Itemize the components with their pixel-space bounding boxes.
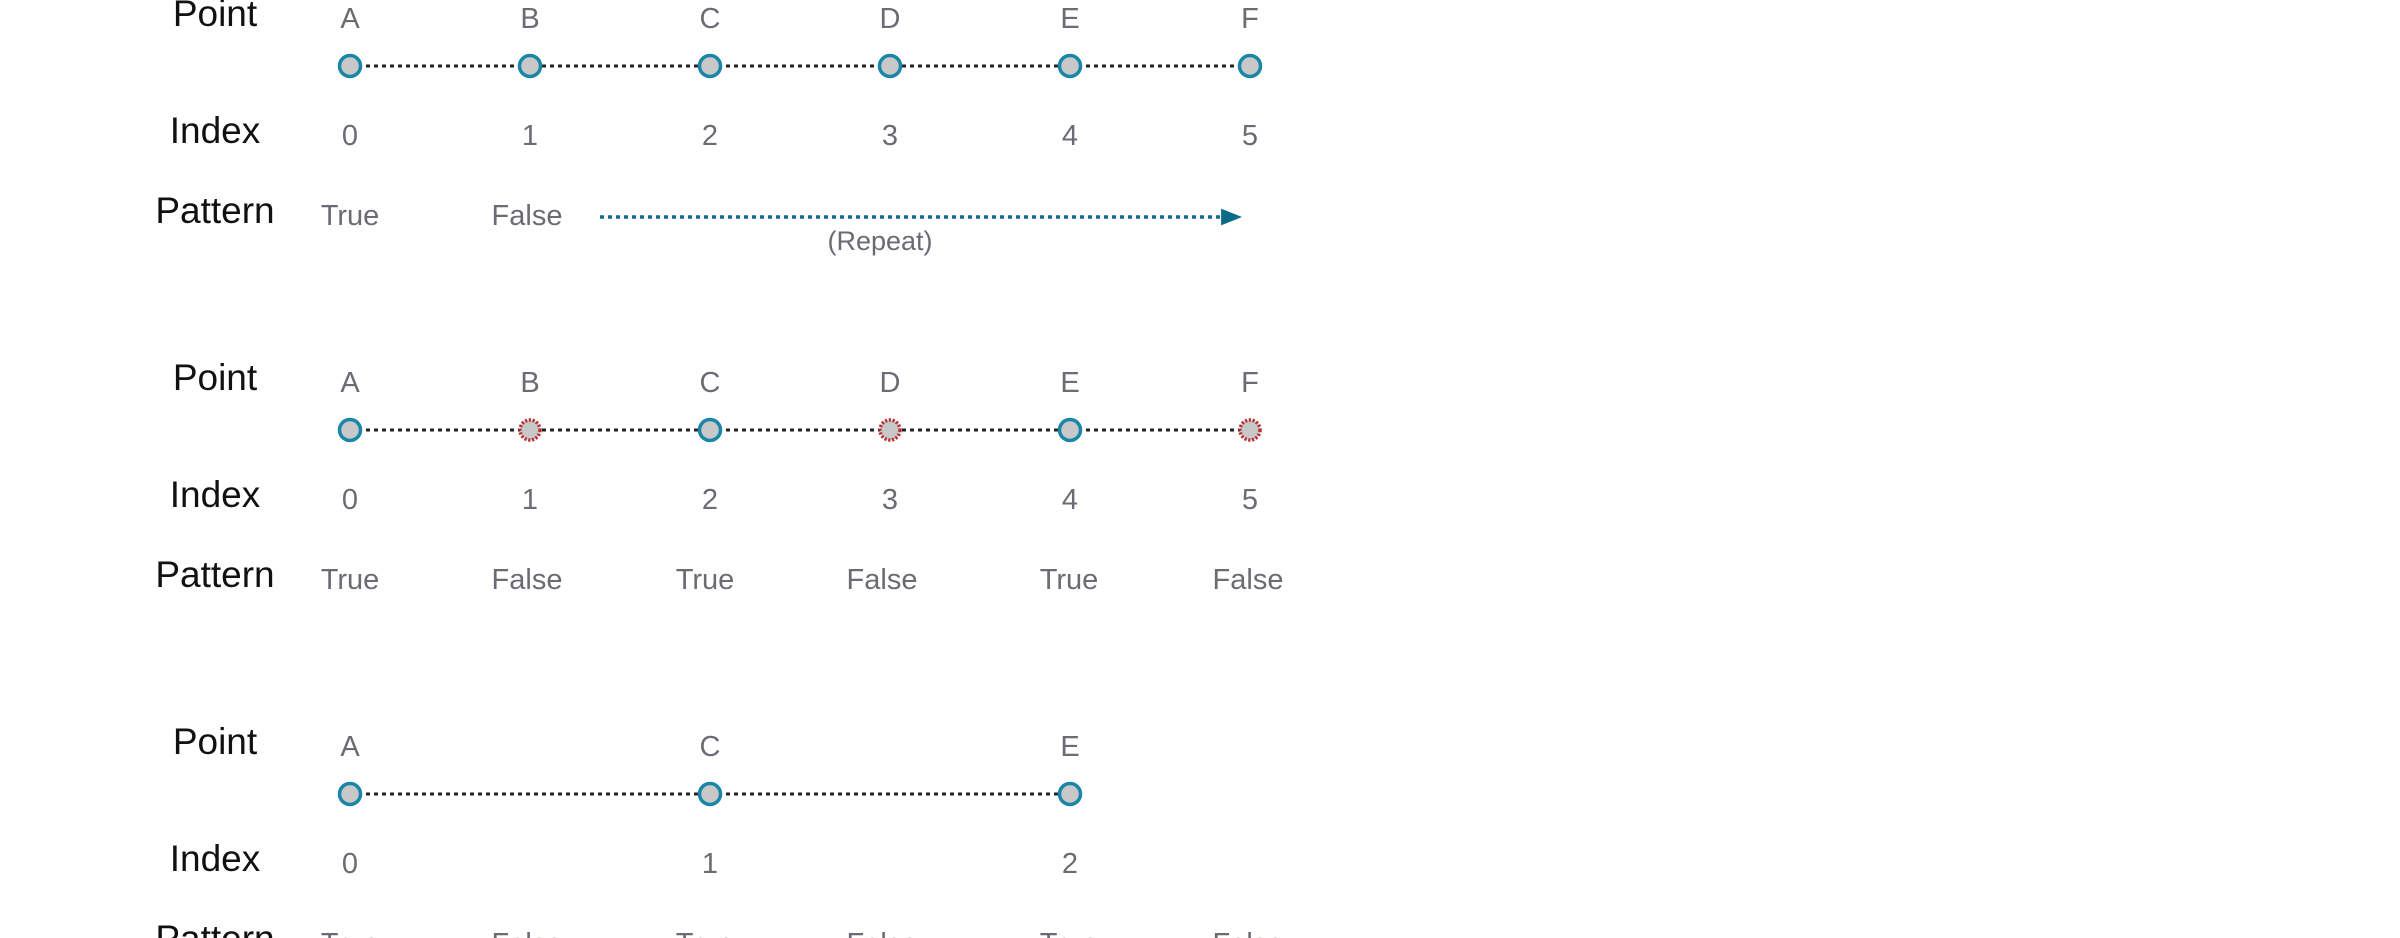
point-name-label: B [520,367,539,399]
row-label-pattern: Pattern [155,554,274,595]
pattern-value-label: False [1213,564,1284,596]
pattern-value-label: True [676,564,735,596]
kept-point-marker [337,417,363,443]
kept-point-marker [1057,781,1083,807]
index-value-label: 1 [522,484,538,516]
index-value-label: 4 [1062,484,1078,516]
point-name-label: C [700,367,721,399]
pattern-value-label: False [1213,928,1284,938]
pattern-value-label: True [321,564,380,596]
index-value-label: 5 [1242,484,1258,516]
point-name-label: E [1060,367,1079,399]
index-value-label: 0 [342,120,358,152]
index-value-label: 1 [702,848,718,880]
index-value-label: 1 [522,120,538,152]
point-name-label: A [340,731,360,763]
row-label-pattern: Pattern [155,918,274,938]
kept-point-marker [697,53,723,79]
point-name-label: C [700,731,721,763]
dropped-point-marker [878,418,902,442]
row-label-index: Index [170,474,261,515]
kept-point-marker [697,417,723,443]
pattern-value-label: False [492,564,563,596]
point-name-label: F [1241,367,1259,399]
point-name-label: E [1060,731,1079,763]
pattern-value-label: False [492,200,563,232]
index-value-label: 4 [1062,120,1078,152]
index-value-label: 2 [702,484,718,516]
index-value-label: 2 [702,120,718,152]
dropped-point-marker [1238,418,1262,442]
point-name-label: C [700,3,721,35]
point-name-label: A [340,367,360,399]
pattern-value-label: True [1040,928,1099,938]
kept-point-marker [337,781,363,807]
index-value-label: 0 [342,484,358,516]
kept-point-marker [1237,53,1263,79]
pattern-value-label: True [321,200,380,232]
pattern-value-label: False [847,564,918,596]
point-name-label: A [340,3,360,35]
kept-point-marker [877,53,903,79]
row-label-point: Point [173,0,258,34]
point-name-label: B [520,3,539,35]
index-value-label: 5 [1242,120,1258,152]
kept-point-marker [517,53,543,79]
point-name-label: D [880,367,901,399]
pattern-value-label: True [676,928,735,938]
kept-point-marker [1057,417,1083,443]
index-value-label: 0 [342,848,358,880]
repeat-label: (Repeat) [827,226,932,256]
point-name-label: D [880,3,901,35]
pattern-value-label: False [847,928,918,938]
index-value-label: 3 [882,120,898,152]
index-value-label: 3 [882,484,898,516]
dropped-point-marker [518,418,542,442]
point-name-label: F [1241,3,1259,35]
row-label-point: Point [173,357,258,398]
row-label-index: Index [170,838,261,879]
kept-point-marker [697,781,723,807]
row-label-point: Point [173,721,258,762]
row-label-pattern: Pattern [155,190,274,231]
point-name-label: E [1060,3,1079,35]
kept-point-marker [337,53,363,79]
index-value-label: 2 [1062,848,1078,880]
kept-point-marker [1057,53,1083,79]
pattern-value-label: True [321,928,380,938]
row-label-index: Index [170,110,261,151]
pattern-value-label: False [492,928,563,938]
pattern-value-label: True [1040,564,1099,596]
